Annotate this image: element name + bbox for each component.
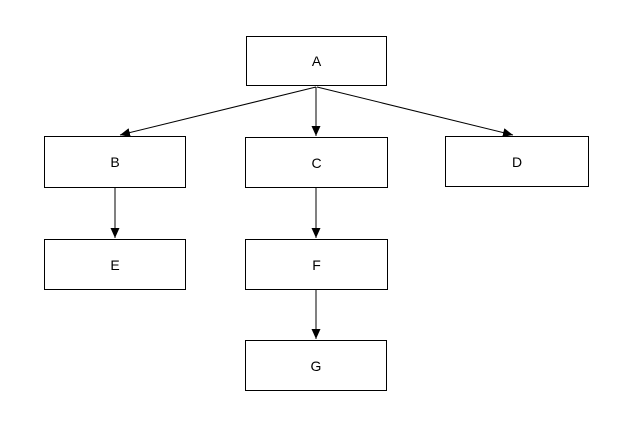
node-D: D <box>445 136 589 187</box>
node-G: G <box>245 340 387 391</box>
edge-A-D-arrow <box>316 86 514 137</box>
node-C: C <box>245 137 388 188</box>
node-B: B <box>44 136 186 188</box>
edge-A-B-arrow <box>119 86 317 137</box>
node-A: A <box>246 36 387 86</box>
node-F: F <box>245 239 388 290</box>
node-E: E <box>44 239 186 290</box>
